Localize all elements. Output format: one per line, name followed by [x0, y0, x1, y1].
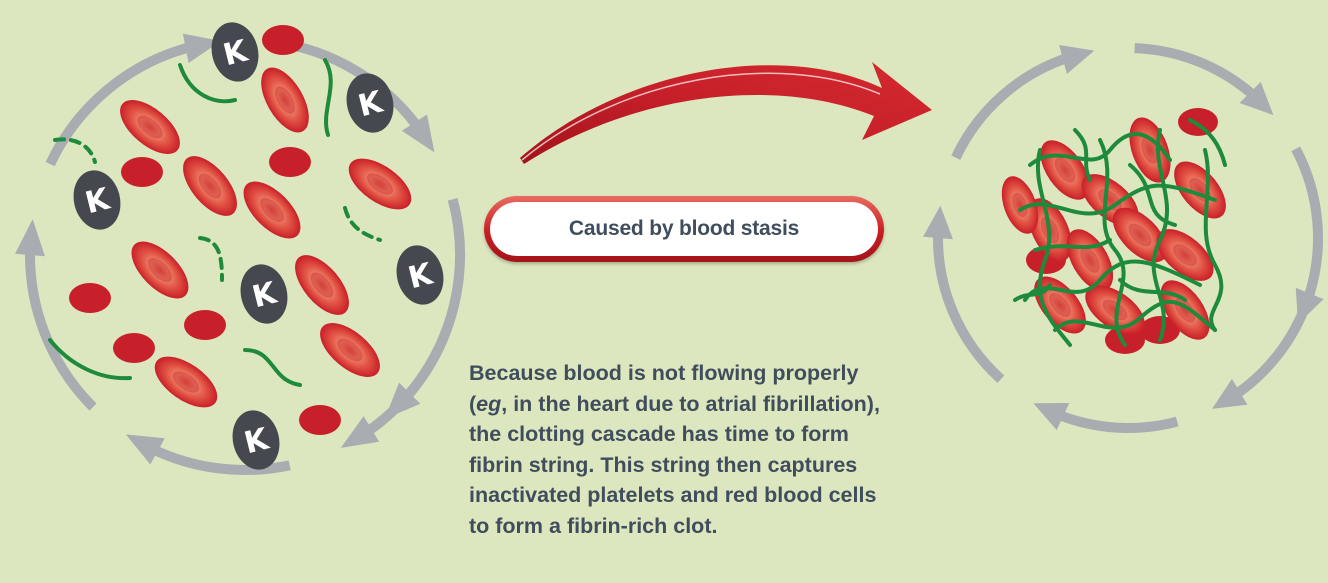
description-line: inactivated platelets and red blood cell…: [469, 480, 989, 511]
flow-arrow-icon: [1296, 149, 1324, 324]
fibrin-rich-clot: [995, 108, 1236, 354]
platelet-icon: K: [340, 68, 399, 137]
red-blood-cell-icon: [122, 232, 198, 308]
flow-arrow-icon: [1212, 303, 1306, 409]
fibrin-strand-icon: [345, 208, 380, 240]
big-curved-arrow-icon: [520, 62, 932, 164]
red-blood-cell-icon: [146, 347, 226, 418]
red-blood-cell-icon: [285, 246, 359, 324]
description-line: Because blood is not flowing properly: [469, 358, 989, 389]
left-flow-arrows: [15, 34, 460, 470]
red-blood-cell-icon: [299, 405, 341, 435]
fibrin-strand-icon: [245, 350, 300, 385]
red-blood-cell-icon: [340, 149, 420, 220]
emphasis-eg: eg: [476, 392, 501, 416]
red-blood-cell-icon: [121, 157, 163, 187]
red-blood-cell-icon: [251, 60, 318, 140]
red-blood-cell-icon: [1121, 112, 1178, 188]
red-blood-cell-icon: [1178, 108, 1218, 136]
flow-arrow-icon: [1033, 403, 1177, 430]
red-blood-cell-icon: [184, 310, 226, 340]
description-line: the clotting cascade has time to form: [469, 419, 989, 450]
flow-arrow-icon: [15, 219, 93, 407]
description-line: fibrin string. This string then captures: [469, 450, 989, 481]
cause-label: Caused by blood stasis: [569, 217, 799, 241]
red-blood-cell-icon: [234, 172, 310, 248]
flow-arrow-icon: [385, 199, 460, 419]
fibrin-strand-icon: [1205, 150, 1221, 330]
fibrin-strand-icon: [325, 60, 331, 135]
platelet-icon: K: [67, 165, 126, 234]
red-blood-cell-icon: [262, 25, 304, 55]
cause-label-box: Caused by blood stasis: [484, 196, 884, 262]
description-text: Because blood is not flowing properly (e…: [469, 358, 989, 541]
platelet-icon: K: [390, 240, 449, 309]
description-line: (eg, in the heart due to atrial fibrilla…: [469, 389, 989, 420]
fibrin-strand-icon: [200, 238, 222, 280]
platelet-icon: K: [234, 259, 293, 328]
flow-arrow-icon: [1135, 48, 1274, 115]
red-blood-cell-icon: [69, 283, 111, 313]
red-blood-cell-icon: [311, 313, 389, 387]
red-blood-cell-icon: [113, 333, 155, 363]
red-blood-cell-icon: [173, 147, 247, 225]
flow-arrow-icon: [50, 34, 221, 165]
red-blood-cell-icon: [269, 147, 311, 177]
red-blood-cell-icon: [111, 90, 189, 164]
flow-arrow-icon: [923, 206, 1001, 380]
flow-arrow-icon: [956, 45, 1094, 158]
description-line: to form a fibrin-rich clot.: [469, 511, 989, 542]
platelet-icon: K: [205, 17, 264, 86]
